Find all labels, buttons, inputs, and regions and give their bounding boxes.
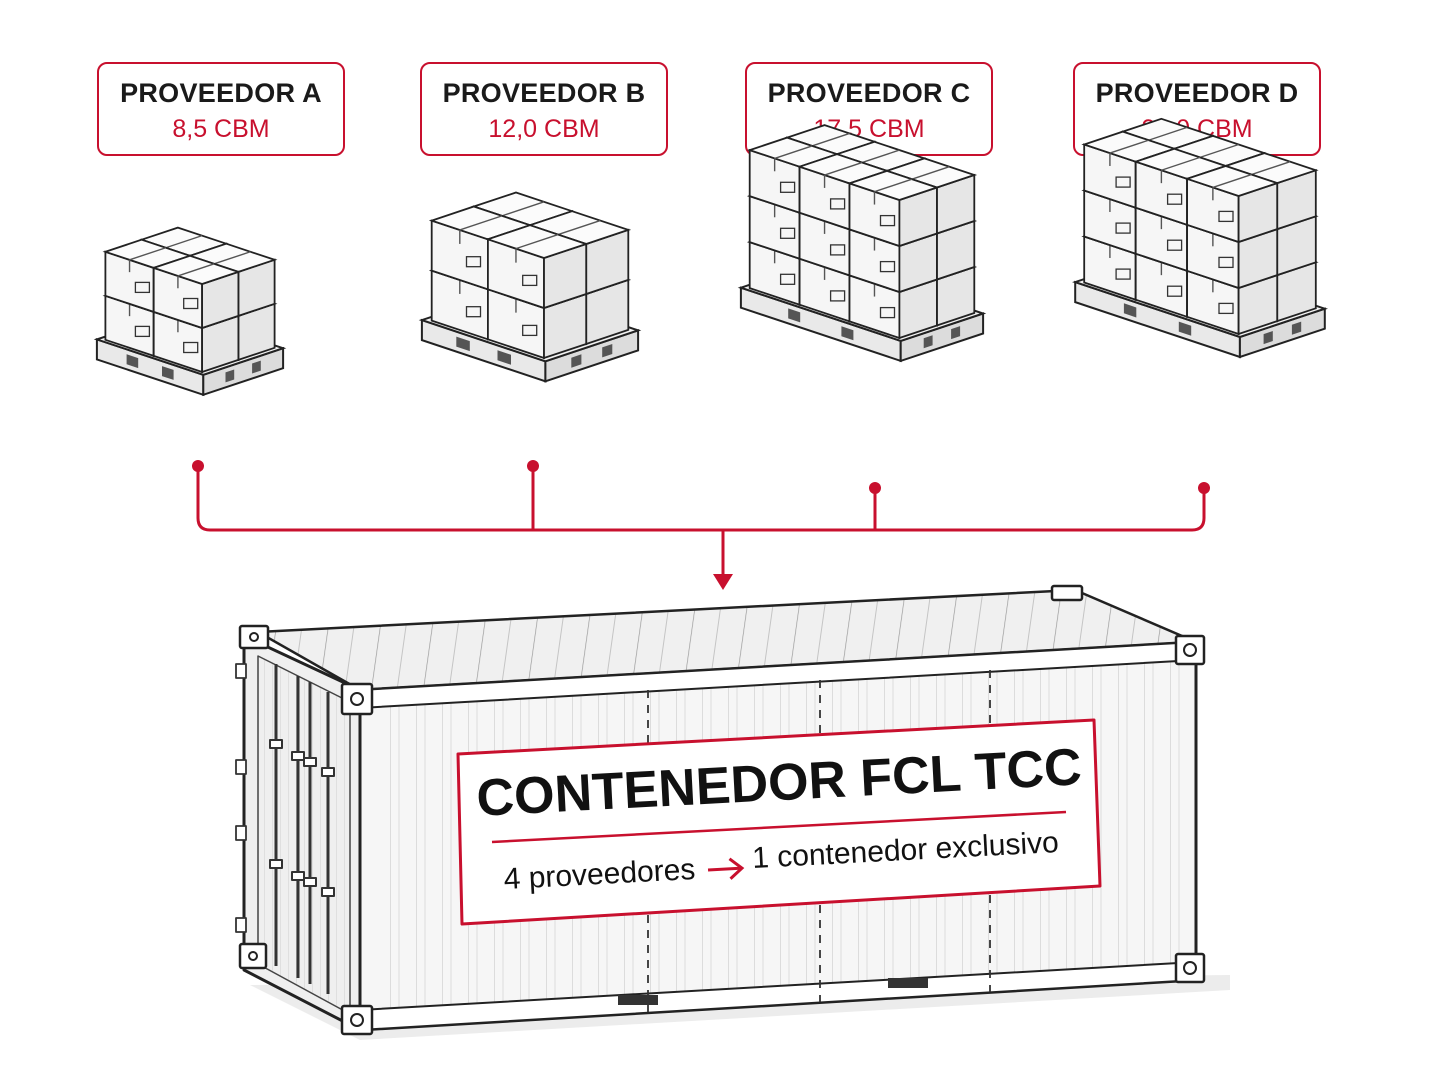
- pallets-group: [93, 117, 1328, 397]
- arrow-down-icon: [713, 574, 733, 590]
- connector-d: [533, 488, 1206, 532]
- connector-dots: [192, 460, 1210, 494]
- supplier-name: PROVEEDOR C: [767, 78, 971, 108]
- container-label-panel: [456, 718, 1102, 926]
- cargo-box: [1184, 165, 1281, 244]
- supplier-card-b: PROVEEDOR B 12,0 CBM: [420, 62, 668, 156]
- connector-lines: [196, 468, 1206, 576]
- pallet-with-boxes-icon: [1072, 117, 1328, 359]
- connector-a: [196, 468, 533, 532]
- container-label: CONTENEDOR FCL TCC 4 proveedores 1 conte…: [456, 718, 1102, 926]
- supplier-name: PROVEEDOR D: [1095, 78, 1299, 108]
- connector-dot-a: [192, 460, 204, 472]
- cargo-box: [846, 169, 940, 248]
- container-label-divider: [491, 810, 1067, 844]
- supplier-volume: 8,5 CBM: [172, 115, 270, 143]
- supplier-volume: 12,0 CBM: [488, 115, 600, 143]
- cargo-box: [485, 224, 590, 310]
- pallet-with-boxes-icon: [737, 124, 987, 363]
- arrow-right-icon: [707, 857, 745, 880]
- supplier-card-a: PROVEEDOR A 8,5 CBM: [97, 62, 345, 156]
- pallet-with-boxes-icon: [418, 191, 642, 383]
- connector-dot-b: [527, 460, 539, 472]
- connector-dot-c: [869, 482, 881, 494]
- supplier-name: PROVEEDOR A: [120, 78, 322, 108]
- pallet-with-boxes-icon: [93, 226, 287, 397]
- connector-dot-d: [1198, 482, 1210, 494]
- cargo-box: [150, 254, 242, 330]
- supplier-name: PROVEEDOR B: [442, 78, 646, 108]
